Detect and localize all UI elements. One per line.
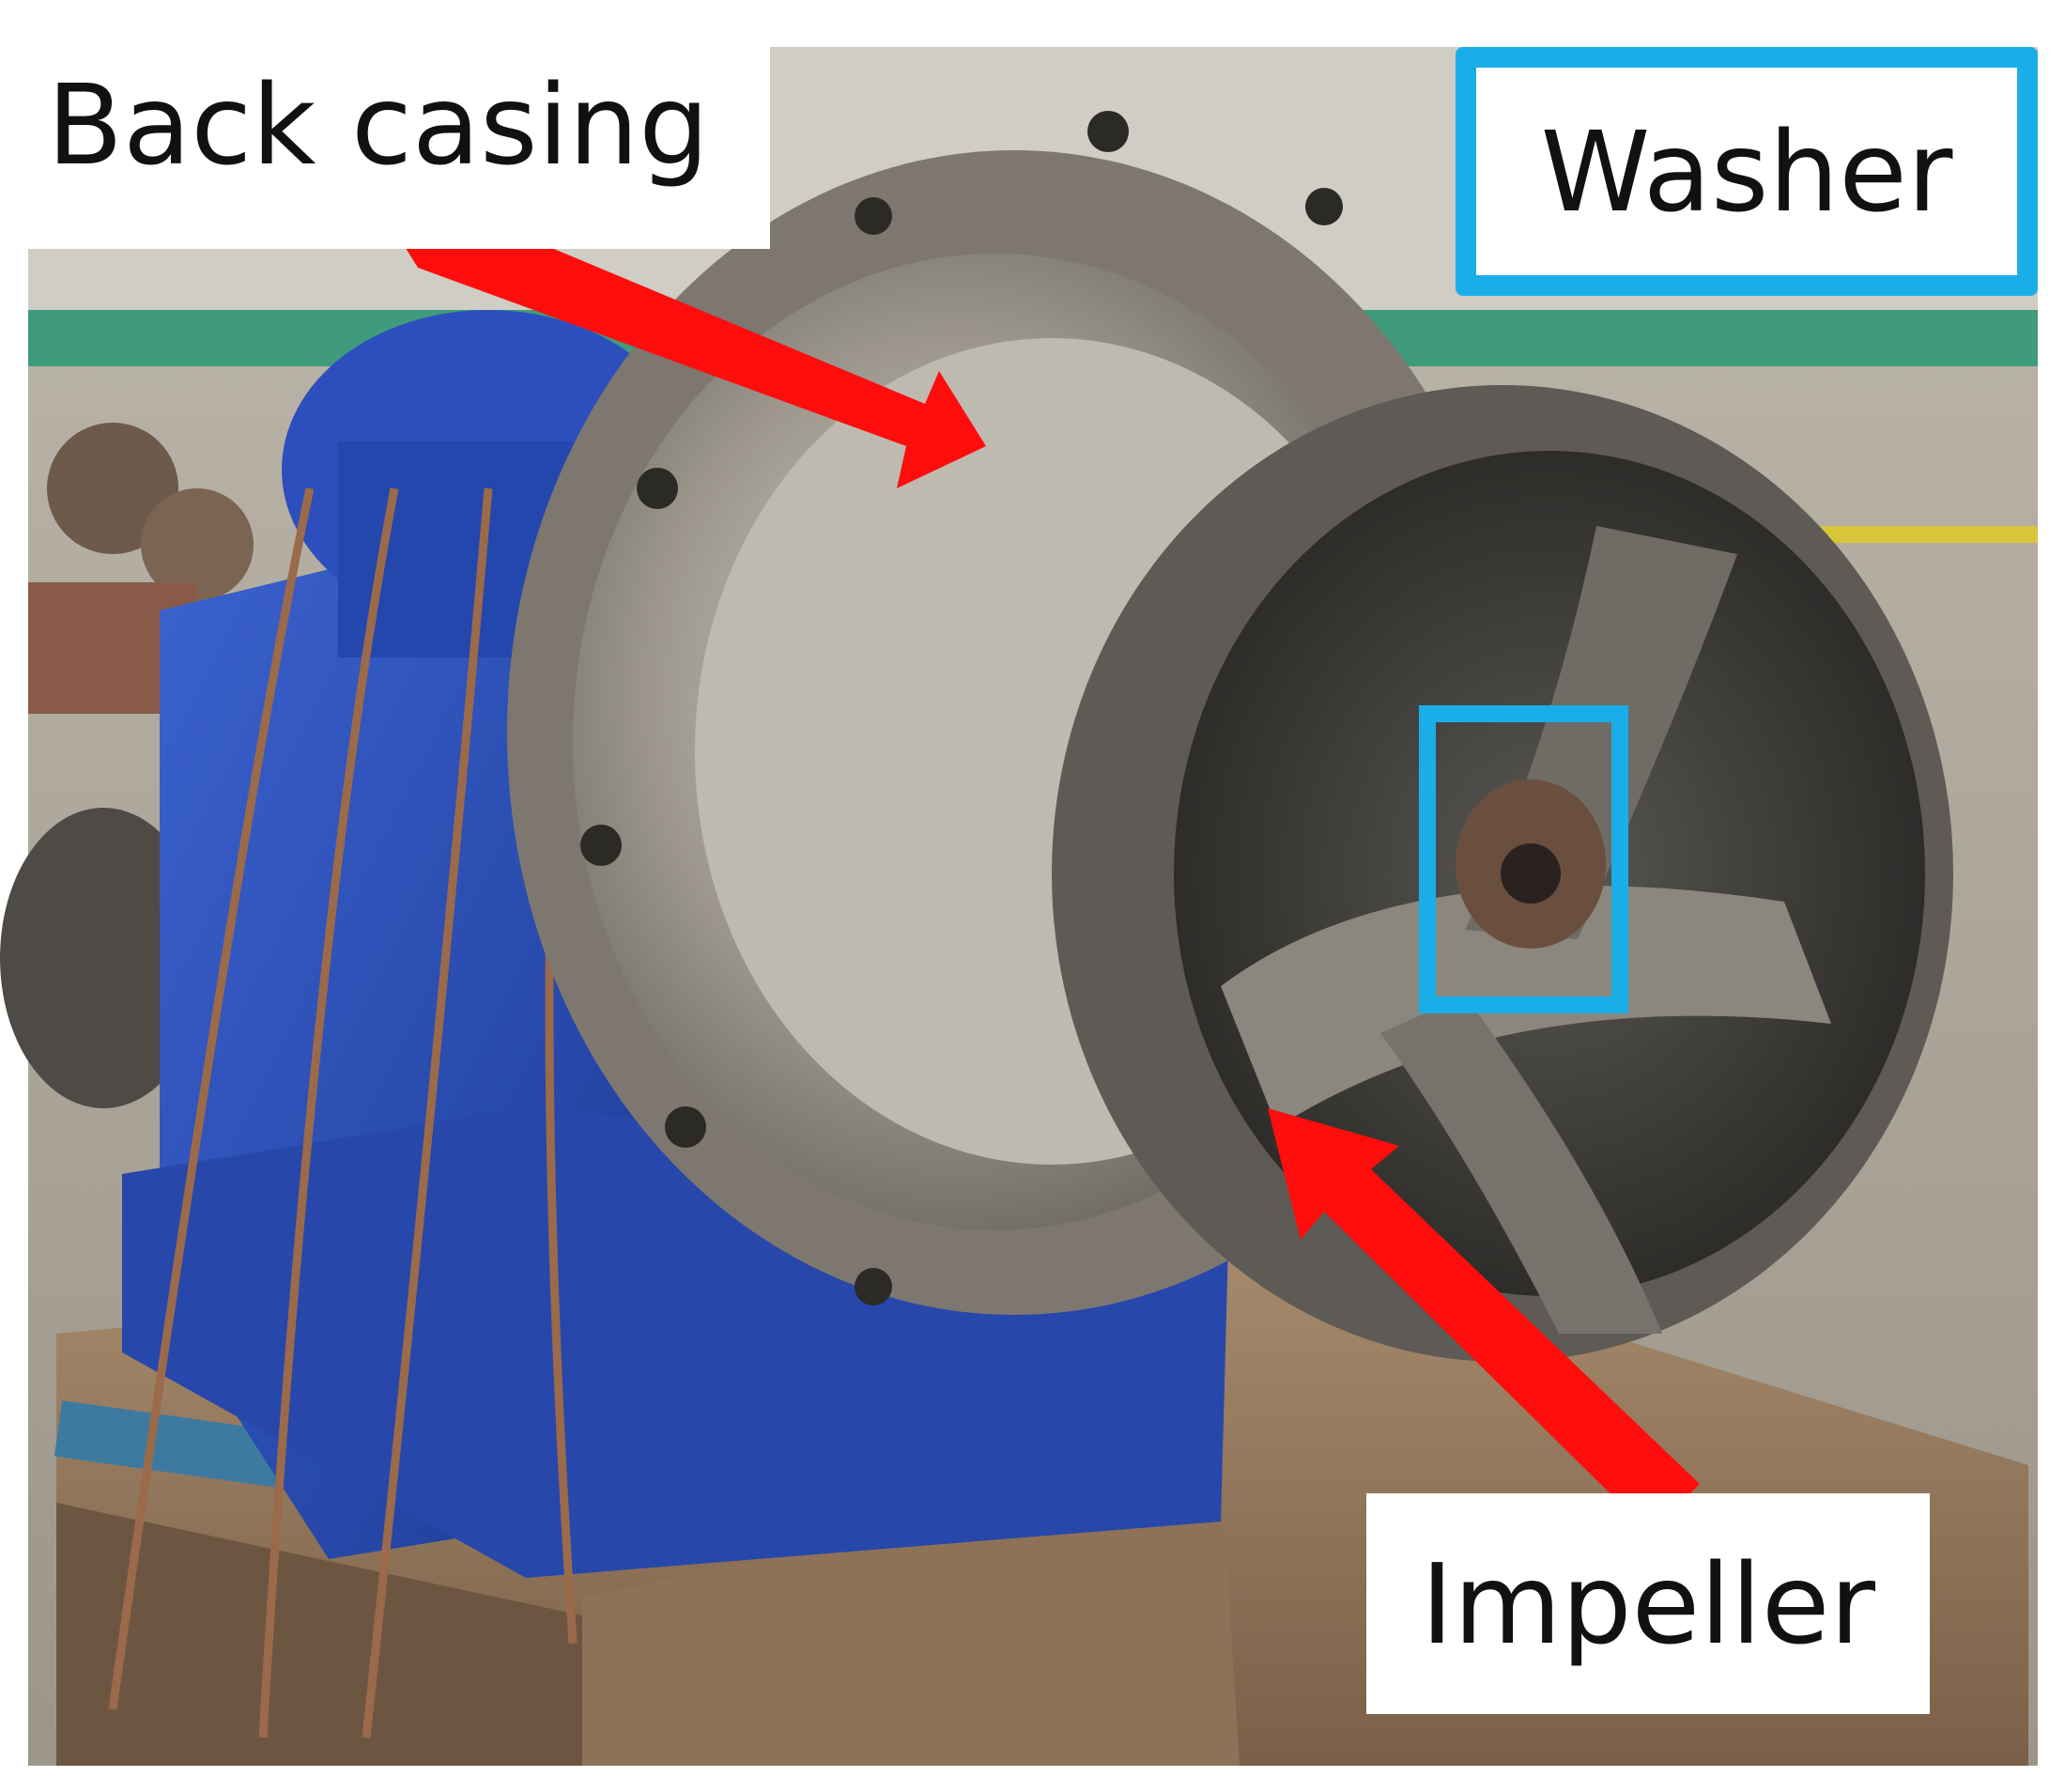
- arrow-impeller: [1268, 1108, 1700, 1526]
- bolt-holes: [580, 111, 1343, 1305]
- packing-straps: [108, 487, 578, 1738]
- label-washer: Washer: [1456, 47, 2038, 296]
- impeller: [1052, 385, 1953, 1362]
- arrow-back-casing: [394, 202, 986, 488]
- label-back-casing: Back casing: [0, 0, 770, 249]
- washer-highlight-box: [1419, 705, 1628, 1013]
- label-impeller: Impeller: [1366, 1493, 1930, 1714]
